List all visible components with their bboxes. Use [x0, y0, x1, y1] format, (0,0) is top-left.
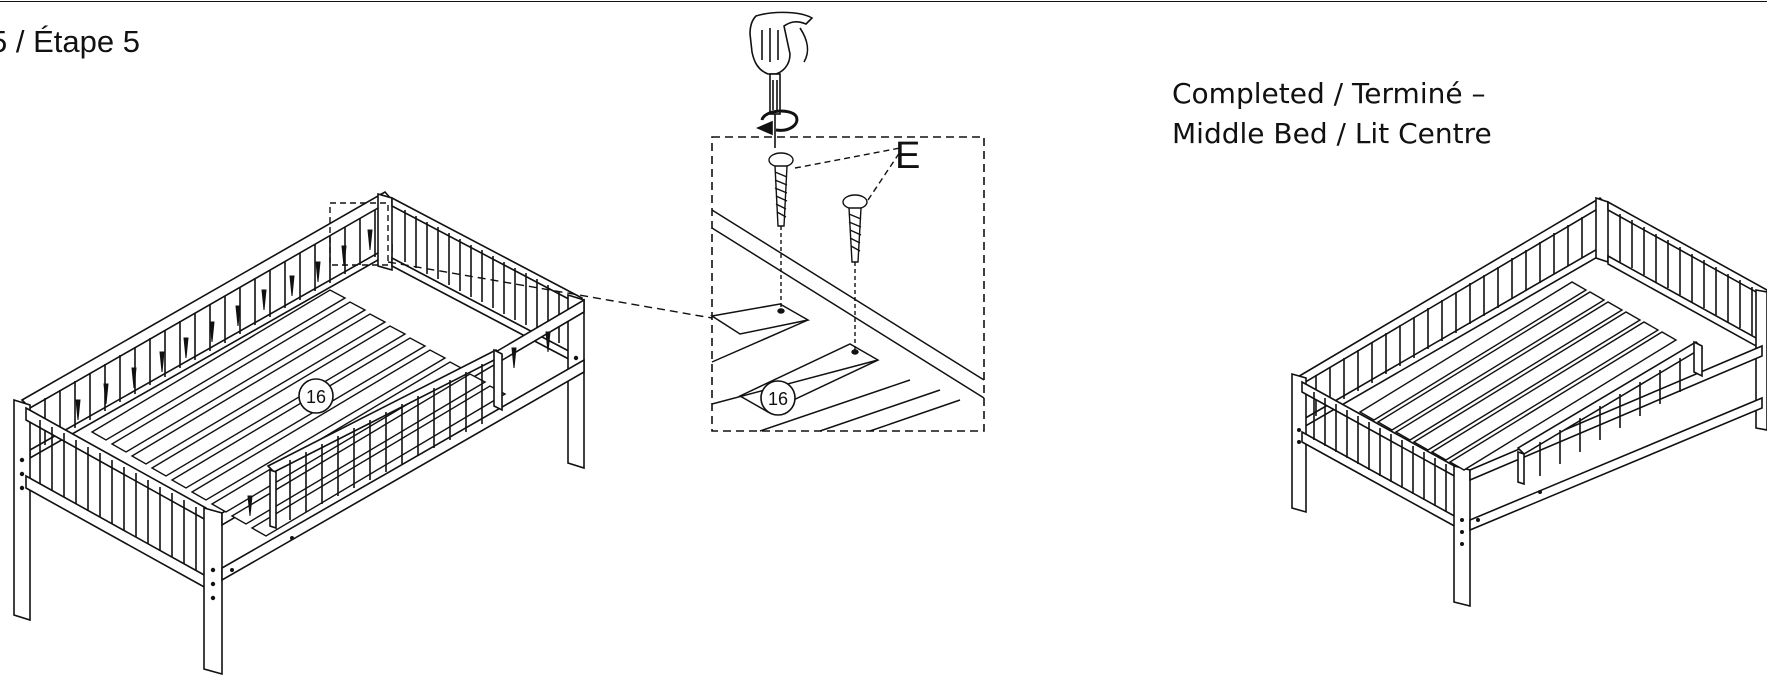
detail-screw-1	[768, 152, 794, 314]
slat-callout-left: 16	[298, 378, 334, 414]
slat-callout-detail-label: 16	[768, 389, 788, 409]
detail-view: E 16	[709, 135, 985, 432]
bed-completed-right	[1291, 196, 1767, 608]
completed-caption: Completed / Terminé – Middle Bed / Lit C…	[1172, 74, 1492, 154]
guard-rail	[266, 348, 504, 530]
detail-leader-line	[387, 261, 713, 319]
screw-label-e: E	[895, 135, 920, 177]
screwdriver-hand-icon	[749, 11, 814, 148]
completed-caption-line1: Completed / Terminé –	[1172, 77, 1486, 110]
foot-spindles	[39, 420, 197, 571]
slat-callout-detail: 16	[760, 380, 796, 416]
detail-screw-2	[842, 194, 868, 355]
headboard-spindles	[404, 210, 571, 348]
bed-slats	[90, 289, 507, 537]
step-title: 5 / Étape 5	[0, 24, 140, 59]
completed-caption-line2: Middle Bed / Lit Centre	[1172, 117, 1492, 150]
top-divider	[0, 1, 1767, 2]
post-bolt-dots	[19, 355, 579, 601]
detail-view-frame	[711, 136, 985, 432]
bed-assembly-left	[13, 190, 585, 675]
screws-left	[75, 229, 551, 517]
slat-callout-left-label: 16	[306, 387, 326, 407]
